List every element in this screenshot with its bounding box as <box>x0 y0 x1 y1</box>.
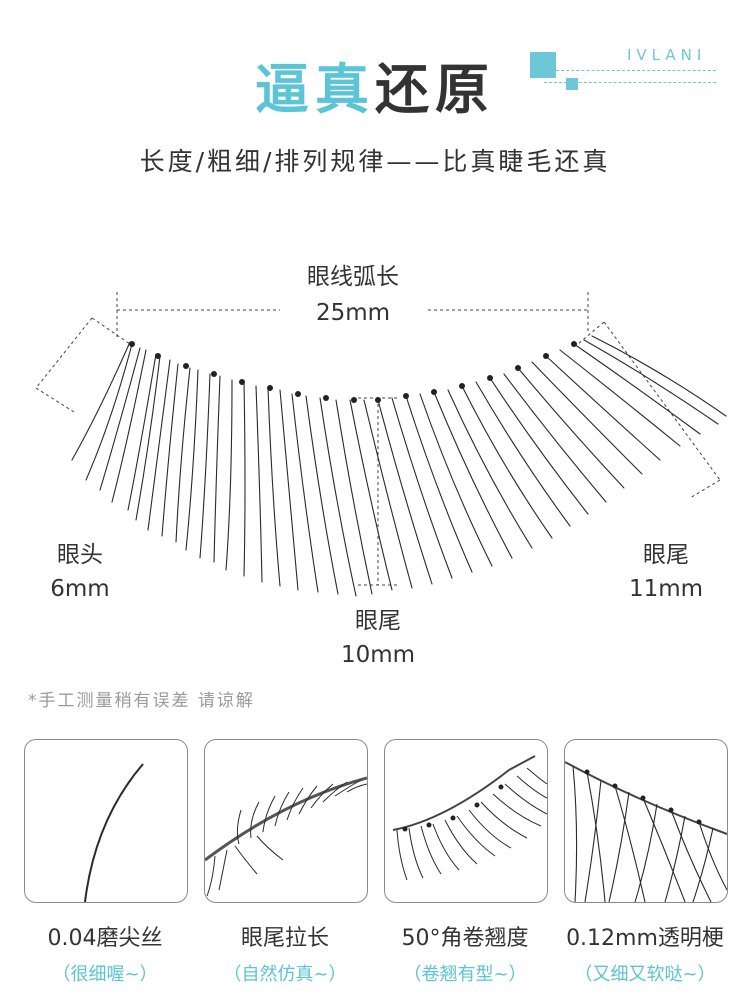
tail-tick-b <box>689 479 721 499</box>
title-rest: 还原 <box>375 58 495 121</box>
feature-subtitle-tail: （自然仿真~） <box>223 964 347 985</box>
deco-line-bottom <box>544 82 716 83</box>
deco-square-large <box>530 52 556 78</box>
deco-line-top <box>556 70 716 71</box>
tail-value: 11mm <box>628 576 704 602</box>
feature-subtitle-curl: （卷翘有型~） <box>403 964 527 985</box>
deco-square-small <box>566 78 578 90</box>
tail-dim <box>603 321 721 481</box>
feature-title-curl: 50°角卷翘度 <box>401 926 529 951</box>
head-value: 6mm <box>50 576 110 602</box>
lash-strands <box>71 335 727 597</box>
feature-card-stem <box>564 739 728 903</box>
feature-title-tip: 0.04磨尖丝 <box>47 926 163 951</box>
middle-value: 10mm <box>340 642 416 668</box>
lash-diagram <box>35 292 727 597</box>
middle-label: 眼尾 <box>355 608 401 634</box>
brand-name: IVLANI <box>627 46 707 64</box>
brand-decoration <box>530 48 750 98</box>
feature-card-curl <box>384 739 548 903</box>
curl-lash-image <box>392 755 547 881</box>
head-tick-b <box>35 387 75 413</box>
feature-title-tail: 眼尾拉长 <box>240 926 329 951</box>
arc-value: 25mm <box>315 300 391 326</box>
feature-subtitle-tip: （很细喔~） <box>52 964 158 985</box>
stem-lash-image <box>565 761 727 902</box>
arc-label: 眼线弧长 <box>307 264 399 290</box>
head-label: 眼头 <box>57 542 103 568</box>
page-title: 逼真还原 <box>0 58 750 122</box>
lash-knots <box>129 341 577 403</box>
tail-label: 眼尾 <box>643 542 689 568</box>
measurement-note: *手工测量稍有误差 请谅解 <box>28 691 255 711</box>
feature-title-stem: 0.12mm透明梗 <box>566 926 724 951</box>
tip-fiber-image <box>84 763 144 902</box>
page-subtitle: 长度/粗细/排列规律——比真睫毛还真 <box>139 147 611 176</box>
head-tick-a <box>91 317 131 345</box>
tail-lash-image <box>205 776 367 897</box>
feature-subtitle-stem: （又细又软哒~） <box>574 964 716 985</box>
feature-card-tip <box>24 739 188 903</box>
feature-card-tail <box>204 739 368 903</box>
head-dim <box>35 317 93 389</box>
title-highlight: 逼真 <box>255 58 375 121</box>
